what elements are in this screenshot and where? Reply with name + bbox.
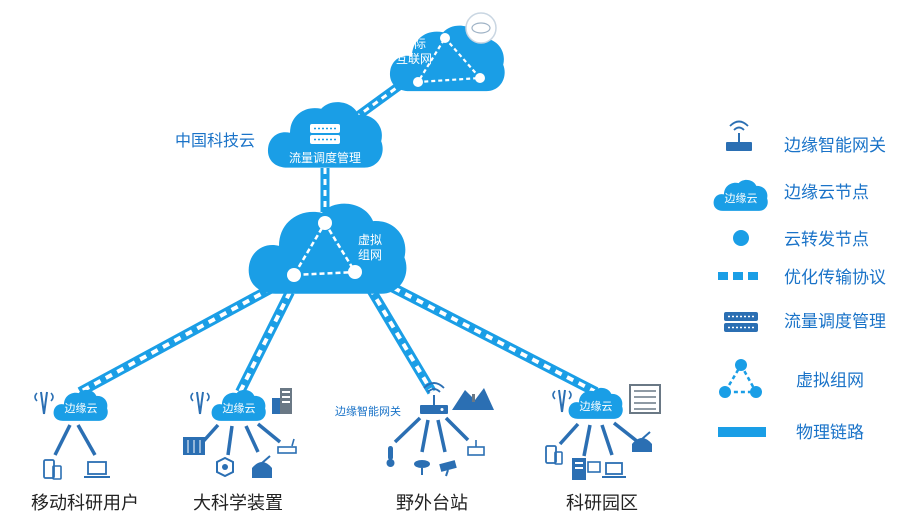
legend-traffic-mgmt-icon (724, 312, 758, 332)
gateway-label: 边缘智能网关 (335, 404, 401, 418)
legend: 边缘智能网关 边缘云 边缘云节点 云转发节点 优化传输协议 流量调度管理 (713, 120, 886, 443)
tower-icon (34, 391, 54, 415)
legend-edge-gateway-icon (726, 120, 752, 151)
china-science-cloud: 流量调度管理 (267, 102, 383, 168)
tower-icon (190, 391, 210, 415)
legend-text-7: 物理链路 (796, 423, 864, 443)
desktop-pc-icon (572, 458, 601, 480)
legend-text-6: 虚拟组网 (796, 371, 864, 391)
internet-label-2: 互联网 (396, 52, 432, 66)
thermometer-icon (386, 446, 395, 467)
site-mobile-users: 边缘云 移动科研用户 (31, 389, 139, 514)
mobile-device-icon (43, 459, 62, 480)
observatory-icon (632, 431, 652, 452)
site2-label: 大科学装置 (193, 493, 283, 514)
camera-icon (439, 460, 457, 477)
mountain-icon (452, 388, 494, 410)
china-cloud-label: 中国科技云 (175, 131, 255, 150)
tower-icon (552, 389, 572, 413)
vnet-label-1: 虚拟 (358, 233, 382, 247)
observatory-icon (252, 455, 272, 478)
link-to-field-station (365, 285, 437, 395)
site3-label: 野外台站 (396, 493, 468, 514)
legend-optimized-protocol-icon (718, 272, 758, 280)
legend-text-4: 优化传输协议 (784, 268, 886, 288)
legend-text-3: 云转发节点 (784, 230, 869, 250)
legend-physical-link-icon (718, 427, 766, 437)
site1-cloud-label: 边缘云 (65, 402, 98, 415)
mobile-device-icon (545, 445, 563, 465)
traffic-mgmt-server-icon (310, 124, 340, 144)
globe-icon (465, 12, 497, 44)
internet-label-1: 国际 (402, 37, 426, 51)
server-rack-icon (629, 384, 661, 414)
laptop-icon (602, 462, 626, 478)
link-to-big-science-dash (238, 291, 292, 393)
legend-forward-node-icon (733, 230, 749, 246)
site-big-science: 边缘云 大科学装置 (183, 388, 297, 514)
site4-label: 科研园区 (566, 493, 638, 514)
site2-cloud-label: 边缘云 (223, 402, 256, 415)
svg-text:边缘云: 边缘云 (725, 192, 758, 205)
site4-cloud-label: 边缘云 (580, 400, 613, 413)
legend-edge-cloud-icon: 边缘云 (713, 179, 768, 211)
building-icon (272, 388, 292, 414)
link-to-mobile-users-dash (79, 286, 273, 394)
link-to-research-park-dash (381, 280, 597, 394)
laptop-icon (84, 461, 110, 478)
router-icon (277, 438, 297, 454)
backbone-links (77, 74, 599, 397)
site-research-park: 边缘云 科研园区 (545, 384, 661, 514)
site-field-station: 边缘智能网关 野外台站 (335, 382, 494, 514)
router-icon (467, 440, 485, 456)
legend-virtual-network-icon (719, 359, 762, 398)
hexagon-sensor-icon (216, 456, 234, 478)
site1-label: 移动科研用户 (31, 493, 139, 514)
datacenter-icon (183, 437, 205, 455)
legend-text-1: 边缘智能网关 (784, 136, 886, 156)
internet-cloud: 国际 互联网 (389, 12, 505, 92)
vnet-label-2: 组网 (358, 248, 382, 262)
virtual-network-cloud: 虚拟 组网 (248, 203, 407, 294)
legend-text-5: 流量调度管理 (784, 312, 886, 332)
legend-text-2: 边缘云节点 (784, 183, 869, 203)
satellite-dish-icon (414, 460, 430, 475)
traffic-mgmt-label: 流量调度管理 (289, 150, 361, 165)
edge-gateway-icon (420, 382, 448, 414)
